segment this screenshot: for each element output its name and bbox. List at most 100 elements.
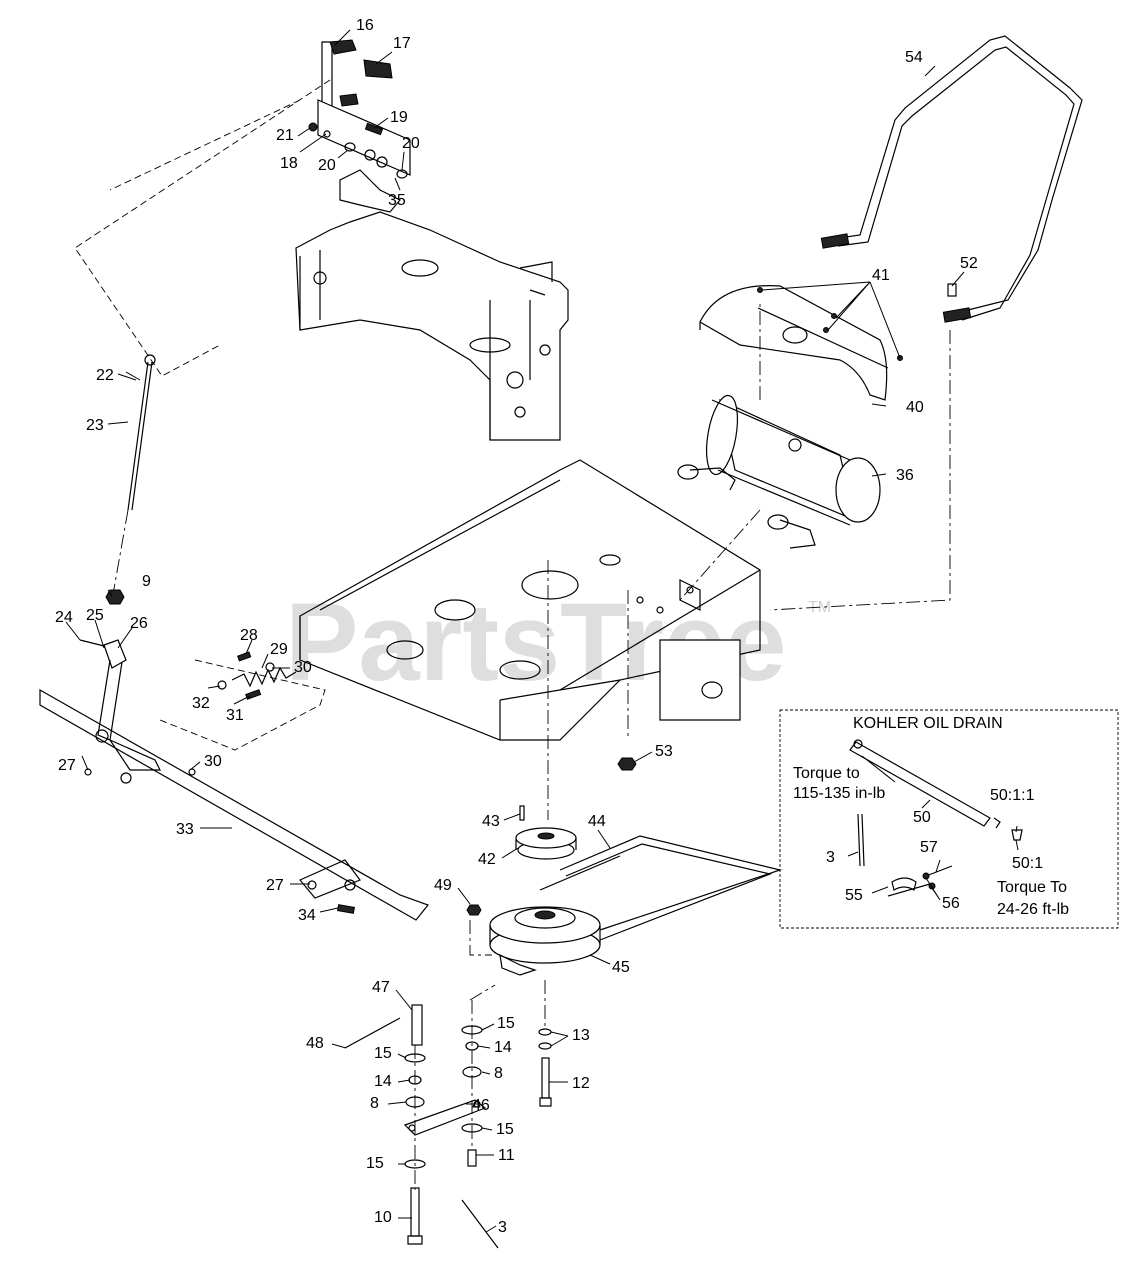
callout: 23 xyxy=(86,417,104,434)
inset-callout: 57 xyxy=(920,839,938,856)
electric-clutch xyxy=(489,906,601,976)
inset-frame xyxy=(779,709,1119,929)
callout: 48 xyxy=(306,1035,324,1052)
stack-axis-lines xyxy=(414,1000,473,1190)
callout: 44 xyxy=(588,813,606,830)
inset-callout: 50:1:1 xyxy=(990,787,1035,804)
nut-49 xyxy=(466,904,482,916)
callout: 15 xyxy=(497,1015,515,1032)
callout: 45 xyxy=(612,959,630,976)
torque-upper-line1: Torque to xyxy=(793,765,860,782)
rod-axis-line xyxy=(111,509,129,601)
callout: 19 xyxy=(390,109,408,126)
callout: 49 xyxy=(434,877,452,894)
callout: 43 xyxy=(482,813,500,830)
callout: 27 xyxy=(58,757,76,774)
callout: 42 xyxy=(478,851,496,868)
callout: 3 xyxy=(498,1219,507,1236)
callout: 13 xyxy=(572,1027,590,1044)
callout: 54 xyxy=(905,49,923,66)
inset-leader xyxy=(847,851,859,857)
nut-9 xyxy=(105,589,125,605)
spring-dashed-frame xyxy=(159,659,326,751)
muffler xyxy=(677,394,881,549)
callout: 15 xyxy=(496,1121,514,1138)
control-bracket-assembly xyxy=(295,39,569,441)
callout: 32 xyxy=(192,695,210,712)
callout: 30 xyxy=(204,753,222,770)
callout: 21 xyxy=(276,127,294,144)
callout: 12 xyxy=(572,1075,590,1092)
torque-lower-line3: 24-26 ft-lb xyxy=(997,901,1069,918)
inset-title: KOHLER OIL DRAIN xyxy=(853,715,1003,732)
callout: 24 xyxy=(55,609,73,626)
clutch-bolt-line xyxy=(469,920,492,956)
pulley-small xyxy=(515,805,577,860)
leader-dashed-upper xyxy=(74,79,331,377)
torque-upper-line2: 115-135 in-lb xyxy=(793,785,885,802)
inset-callout: 50 xyxy=(913,809,931,826)
callout: 26 xyxy=(130,615,148,632)
callout: 33 xyxy=(176,821,194,838)
heat-shield xyxy=(699,285,903,401)
muffler-mount-line xyxy=(679,330,951,611)
callout: 27 xyxy=(266,877,284,894)
inset-callout: 56 xyxy=(942,895,960,912)
cross-shaft xyxy=(39,688,429,921)
callout: 11 xyxy=(498,1147,515,1164)
callout: 15 xyxy=(366,1155,384,1172)
inset-leader xyxy=(935,859,941,873)
callout: 29 xyxy=(270,641,288,658)
callout: 40 xyxy=(906,399,924,416)
bolt-52 xyxy=(947,283,957,297)
torque-lower-line1: 50:1 xyxy=(1012,855,1043,872)
inset-leader xyxy=(921,799,931,809)
callout: 9 xyxy=(142,573,151,590)
control-rod xyxy=(125,354,156,511)
leader-lines xyxy=(65,29,965,1233)
callout: 18 xyxy=(280,155,298,172)
callout: 41 xyxy=(872,267,890,284)
callout: 36 xyxy=(896,467,914,484)
main-frame xyxy=(299,459,761,741)
inset-leader xyxy=(871,886,889,894)
belt xyxy=(539,835,783,941)
callout: 34 xyxy=(298,907,316,924)
nut-53 xyxy=(617,757,637,771)
callout: 10 xyxy=(374,1209,392,1226)
callout: 20 xyxy=(402,135,420,152)
inset-callout: 55 xyxy=(845,887,863,904)
callout: 22 xyxy=(96,367,114,384)
callout: 25 xyxy=(86,607,104,624)
callout-labels: 16 17 19 21 18 20 20 35 54 52 41 40 36 2… xyxy=(55,17,978,1236)
callout: 52 xyxy=(960,255,978,272)
kohler-oil-drain-inset: KOHLER OIL DRAIN Torque to 115-135 in-lb… xyxy=(779,709,1119,929)
callout: 16 xyxy=(356,17,374,34)
callout: 8 xyxy=(494,1065,503,1082)
bell-crank xyxy=(79,639,127,743)
spring-assembly xyxy=(217,651,297,700)
callout: 15 xyxy=(374,1045,392,1062)
callout: 28 xyxy=(240,627,258,644)
callout: 35 xyxy=(388,192,406,209)
inset-leader xyxy=(1015,825,1018,833)
clutch-arm-line xyxy=(469,984,496,1001)
callout: 53 xyxy=(655,743,673,760)
callout: 17 xyxy=(393,35,411,52)
callout: 14 xyxy=(494,1039,512,1056)
callout: 31 xyxy=(226,707,244,724)
callout: 30 xyxy=(294,659,312,676)
callout: 8 xyxy=(370,1095,379,1112)
washer-27b xyxy=(307,880,317,890)
inset-leader xyxy=(1015,839,1019,851)
inset-leader xyxy=(861,755,896,783)
bolt-34 xyxy=(337,904,355,914)
callout: 46 xyxy=(472,1097,490,1114)
inset-callout: 3 xyxy=(826,849,835,866)
callout: 20 xyxy=(318,157,336,174)
drain-hose xyxy=(849,741,991,827)
callout: 47 xyxy=(372,979,390,996)
inset-leader xyxy=(925,877,941,901)
handle-bar xyxy=(820,35,1083,323)
